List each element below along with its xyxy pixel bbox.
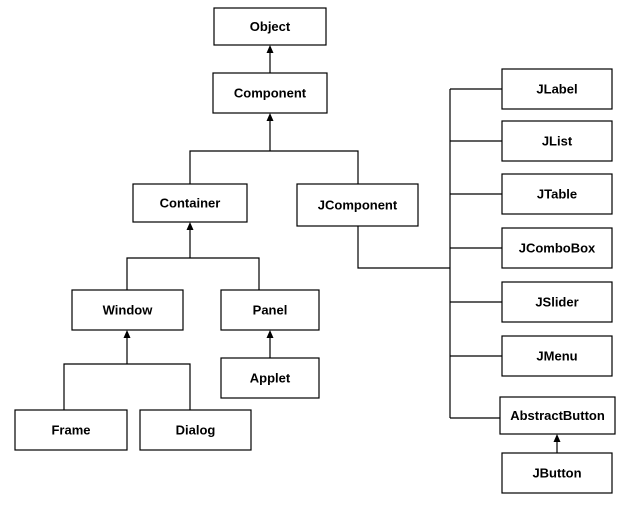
node-component: Component <box>212 72 328 114</box>
node-jcomponent-label: JComponent <box>318 198 398 213</box>
node-jtable-label: JTable <box>537 187 577 202</box>
node-component-label: Component <box>234 86 307 101</box>
node-jslider-label: JSlider <box>535 295 578 310</box>
node-jmenu: JMenu <box>501 335 613 377</box>
arrowhead-object <box>266 45 274 53</box>
node-jmenu-label: JMenu <box>536 349 577 364</box>
node-jbutton-label: JButton <box>532 466 581 481</box>
edge-frame-window <box>63 363 191 410</box>
edge-container-component <box>189 150 359 184</box>
node-frame-label: Frame <box>51 423 90 438</box>
node-dialog-label: Dialog <box>176 423 216 438</box>
node-container-label: Container <box>160 196 221 211</box>
node-applet: Applet <box>220 357 320 399</box>
edge-jcomponent-bus <box>357 226 450 269</box>
node-jcombobox: JComboBox <box>501 227 613 269</box>
arrowhead-panel <box>266 330 274 338</box>
node-jlabel-label: JLabel <box>536 82 577 97</box>
node-jlist-label: JList <box>542 134 573 149</box>
edges <box>63 45 561 453</box>
node-window-label: Window <box>103 303 154 318</box>
node-panel: Panel <box>220 289 320 331</box>
arrowhead-window <box>123 330 131 338</box>
edge-window-container <box>126 257 260 290</box>
node-panel-label: Panel <box>253 303 288 318</box>
node-container: Container <box>132 183 248 223</box>
arrowhead-component <box>266 113 274 121</box>
node-window: Window <box>71 289 184 331</box>
node-jlist: JList <box>501 120 613 162</box>
node-jlabel: JLabel <box>501 68 613 110</box>
node-frame: Frame <box>14 409 128 451</box>
node-abstractbutton: AbstractButton <box>499 396 616 435</box>
arrowhead-container <box>186 222 194 230</box>
node-jcombobox-label: JComboBox <box>519 241 596 256</box>
node-object-label: Object <box>250 19 291 34</box>
arrowhead-abstractbutton <box>553 434 561 442</box>
node-applet-label: Applet <box>250 371 291 386</box>
node-jslider: JSlider <box>501 281 613 323</box>
node-jcomponent: JComponent <box>296 183 419 227</box>
node-object: Object <box>213 7 327 46</box>
node-abstractbutton-label: AbstractButton <box>510 408 605 423</box>
node-jtable: JTable <box>501 173 613 215</box>
node-jbutton: JButton <box>501 452 613 494</box>
node-dialog: Dialog <box>139 409 252 451</box>
